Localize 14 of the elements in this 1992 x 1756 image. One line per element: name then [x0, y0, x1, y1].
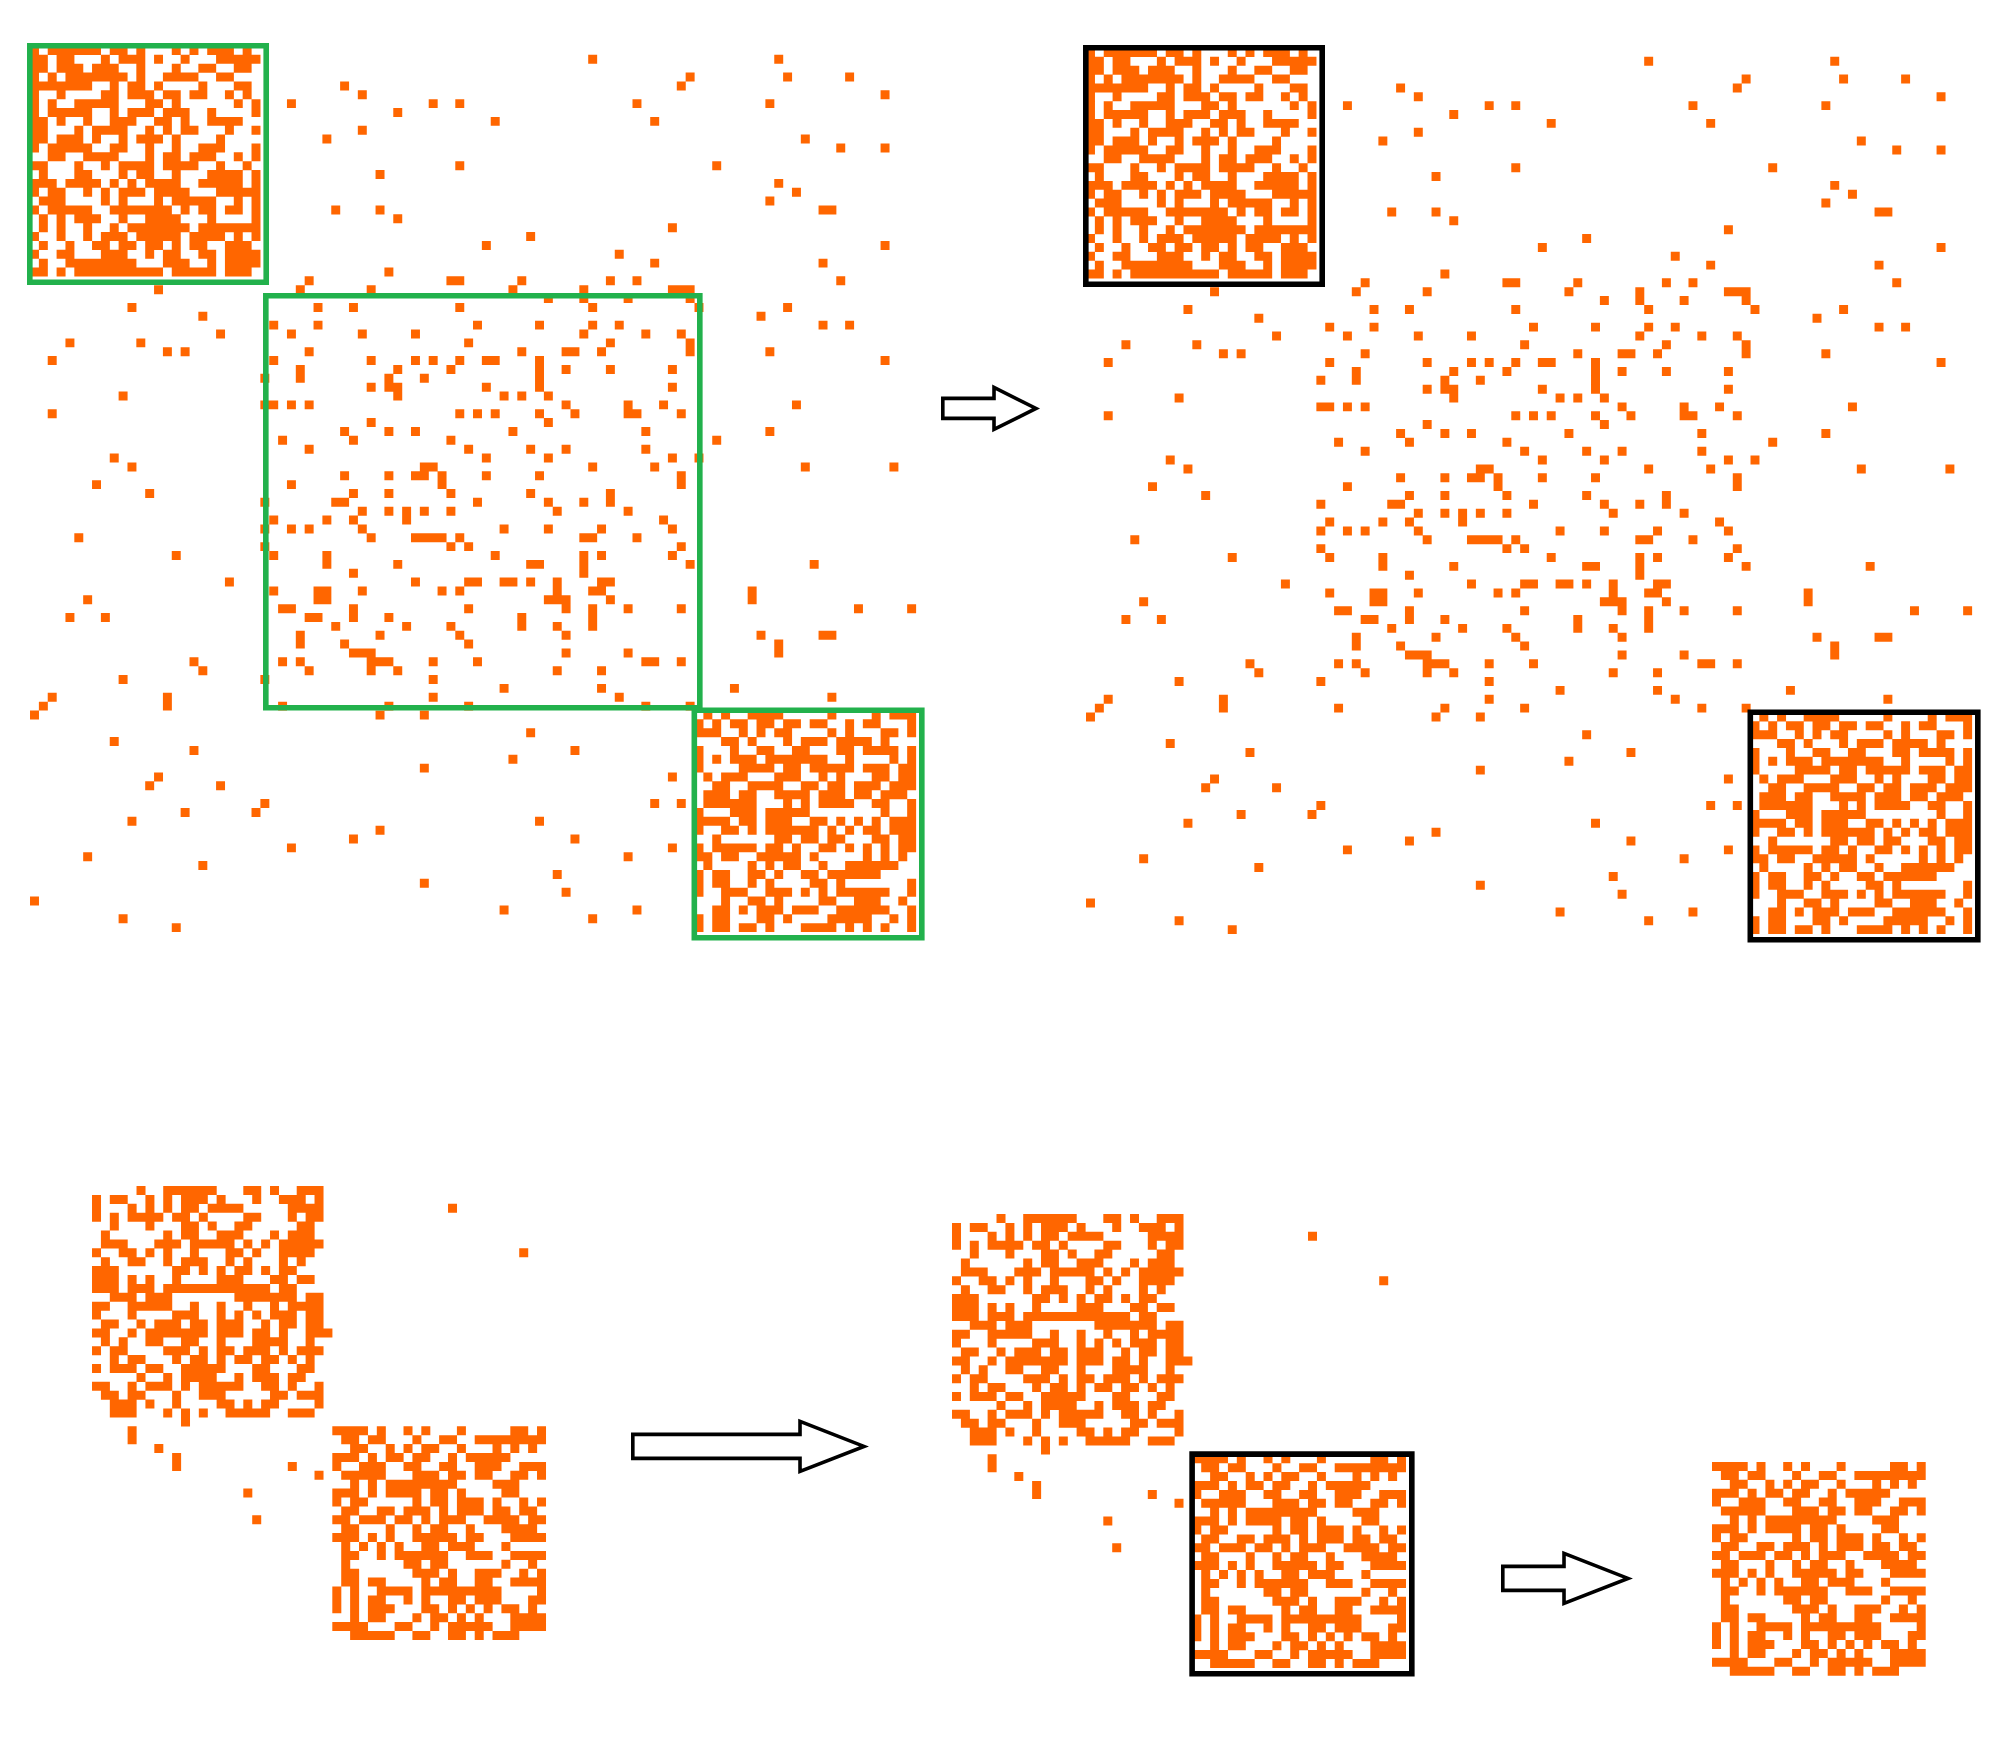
sparsity-pattern-drawing [92, 1186, 546, 1640]
highlight-box [263, 293, 703, 711]
block-arrow [1501, 1550, 1633, 1607]
highlight-box [691, 707, 925, 941]
sparsity-pattern-drawing [30, 46, 917, 933]
highlight-box [1083, 45, 1325, 287]
highlight-box [1747, 709, 1981, 943]
sparsity-pattern-drawing [952, 1214, 1406, 1668]
block-arrow [631, 1418, 869, 1475]
highlight-box [1189, 1451, 1415, 1677]
highlight-box [27, 43, 270, 285]
sparsity-pattern-drawing [1712, 1462, 1926, 1676]
sparsity-pattern-drawing [1086, 48, 1973, 935]
block-arrow [941, 384, 1041, 433]
